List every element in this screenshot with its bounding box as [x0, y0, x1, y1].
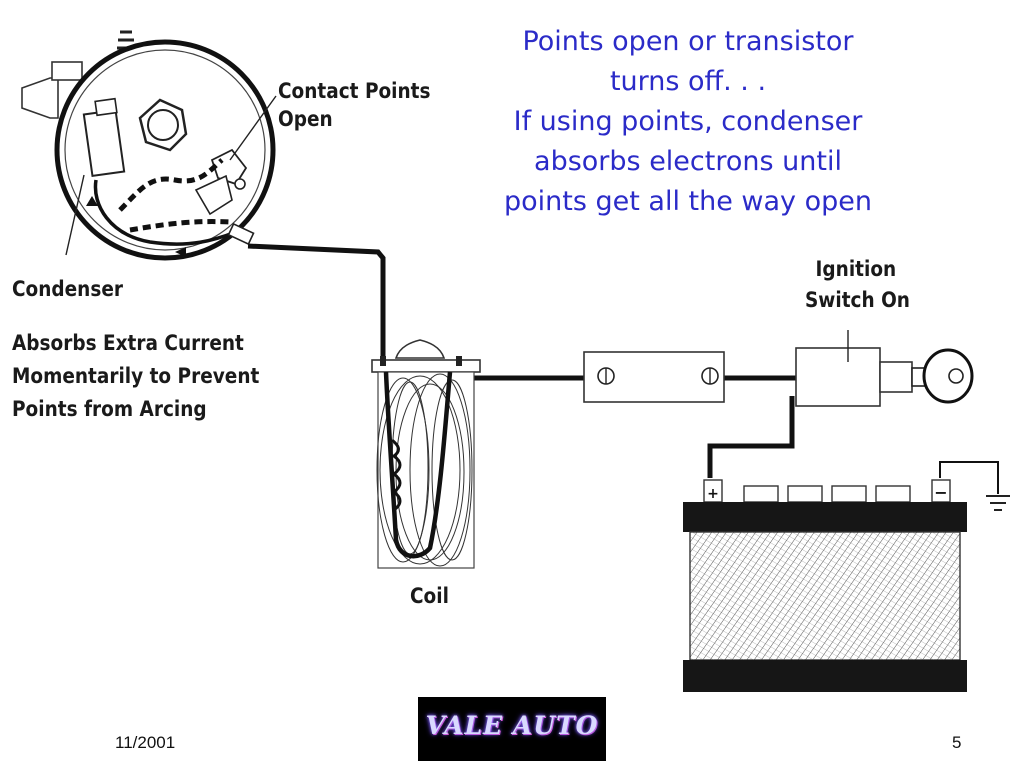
ignition-switch-icon — [795, 330, 913, 407]
ballast-resistor-icon — [583, 351, 725, 403]
ignition-switch-label-line1: Ignition — [815, 257, 897, 281]
slide-number: 5 — [952, 733, 962, 752]
ground-icon — [986, 495, 1010, 511]
coil-label: Coil — [410, 584, 449, 608]
vale-auto-logo: VALE AUTO — [418, 697, 606, 761]
condenser-label: Condenser — [12, 277, 123, 301]
battery-positive-symbol: + — [707, 486, 719, 502]
headline-line: turns off. . . — [609, 66, 767, 97]
key-icon — [911, 348, 974, 404]
headline-line: absorbs electrons until — [534, 146, 842, 177]
ignition-coil-icon — [371, 339, 481, 569]
footer-date: 11/2001 — [115, 733, 176, 752]
headline-line: Points open or transistor — [522, 26, 854, 57]
contact-points-label: Contact Points Open — [278, 77, 431, 133]
condenser-note-line3: Points from Arcing — [12, 397, 207, 421]
condenser-note-line1: Absorbs Extra Current — [12, 331, 244, 355]
condenser-note: Absorbs Extra Current Momentarily to Pre… — [12, 327, 259, 426]
battery-icon — [683, 479, 967, 692]
ignition-switch-label: Ignition Switch On — [805, 254, 910, 316]
headline-line: points get all the way open — [503, 186, 873, 217]
logo-text: VALE AUTO — [425, 711, 599, 740]
contact-points-label-line2: Open — [278, 107, 333, 131]
ignition-switch-label-line2: Switch On — [805, 288, 910, 312]
battery-negative-symbol: − — [934, 483, 947, 502]
headline-line: If using points, condenser — [513, 106, 863, 137]
primary-wire — [247, 243, 999, 494]
distributor-icon — [21, 30, 277, 261]
contact-points-label-line1: Contact Points — [278, 79, 431, 103]
condenser-note-line2: Momentarily to Prevent — [12, 364, 260, 388]
condenser-icon — [82, 97, 126, 178]
slide-headline: Points open or transistor turns off. . .… — [458, 22, 918, 222]
